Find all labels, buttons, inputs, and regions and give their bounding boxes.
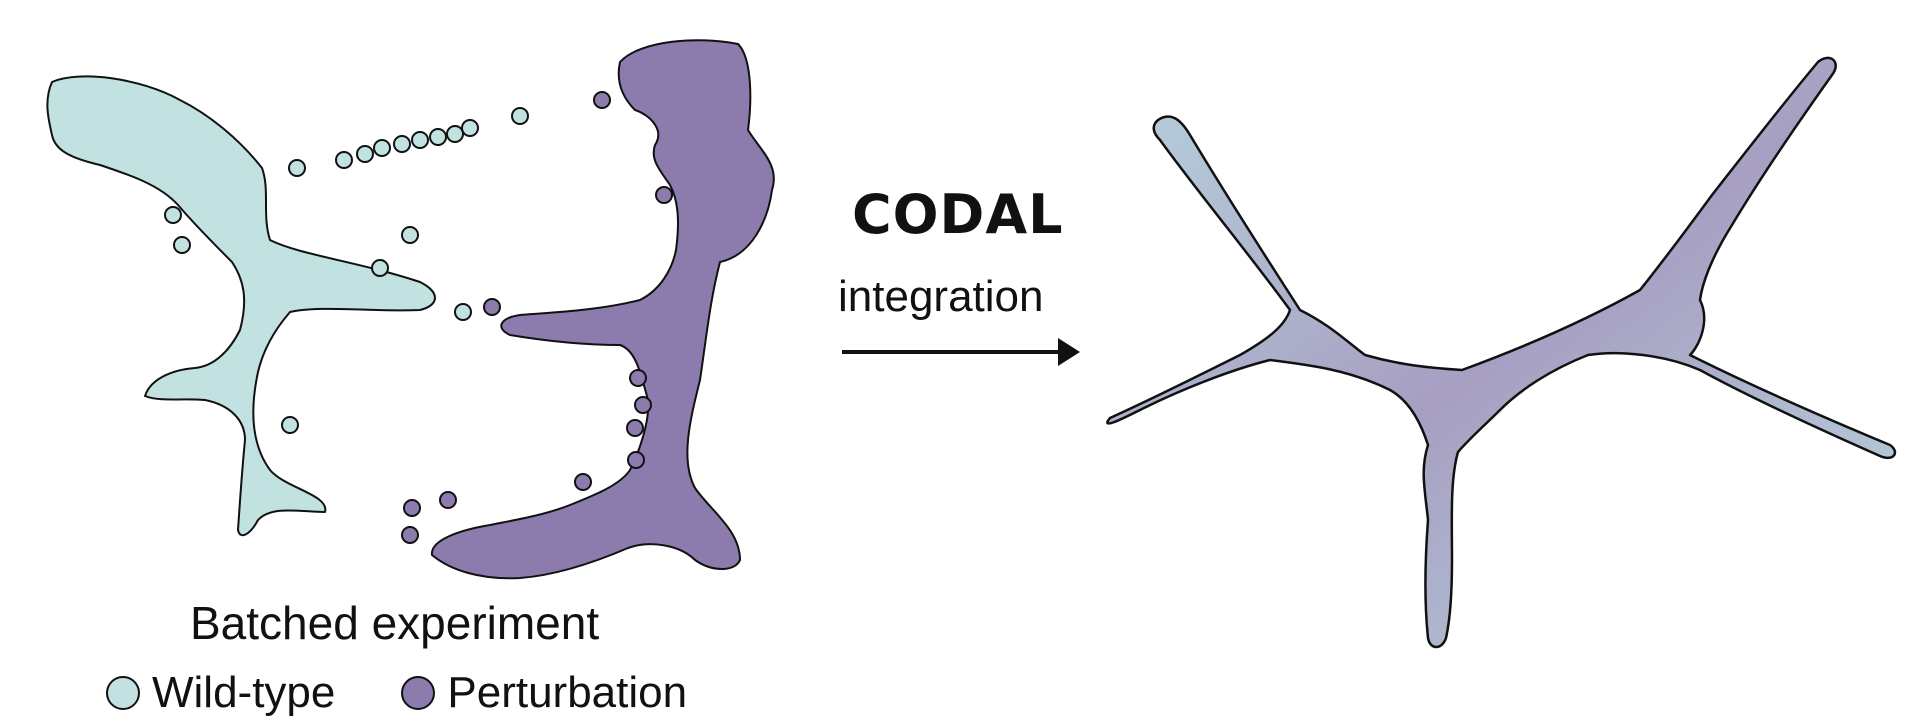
- integrated-embedding-panel: [1106, 56, 1897, 649]
- perturbation-cluster: [401, 39, 775, 580]
- batched-experiment-panel: [46, 39, 775, 580]
- wild-type-cluster: [46, 75, 529, 537]
- integrated-cluster: [1106, 56, 1897, 649]
- legend-item-perturbation: Perturbation: [401, 668, 687, 718]
- integration-arrow: [842, 338, 1080, 366]
- legend-item-wild-type: Wild-type: [106, 668, 335, 718]
- batched-experiment-caption: Batched experiment: [190, 597, 600, 649]
- method-subtitle: integration: [838, 272, 1044, 321]
- perturbation-swatch-icon: [401, 676, 436, 710]
- legend-label: Perturbation: [447, 668, 688, 717]
- arrow-head: [1058, 338, 1080, 366]
- method-name: CODAL: [852, 183, 1064, 246]
- legend: Wild-type Perturbation: [106, 668, 753, 718]
- legend-label: Wild-type: [152, 668, 336, 717]
- wild-type-swatch-icon: [106, 676, 140, 710]
